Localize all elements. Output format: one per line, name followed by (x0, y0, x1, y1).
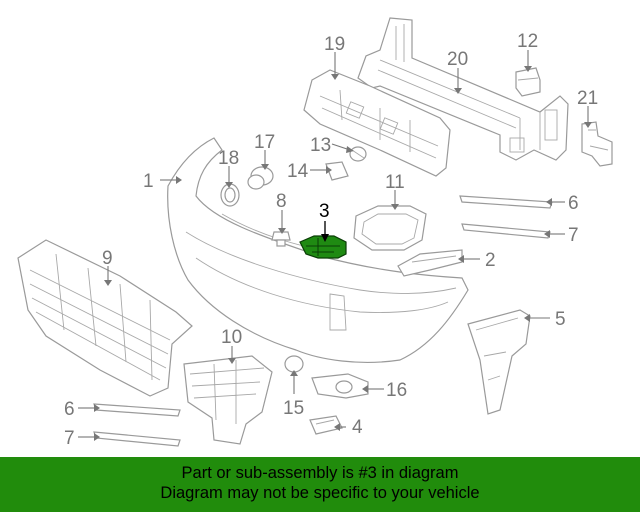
part-13-clip[interactable] (349, 146, 367, 162)
part-19-absorber[interactable] (303, 69, 451, 177)
part-6-trim-right[interactable] (459, 195, 553, 209)
part-16-surround[interactable] (311, 373, 369, 399)
callout-14: 14 (287, 161, 309, 182)
part-12-bump-stop[interactable] (515, 67, 541, 97)
part-14-retainer[interactable] (325, 161, 349, 181)
part-6-trim-left[interactable] (93, 403, 181, 417)
part-11-housing[interactable] (353, 205, 427, 251)
callout-17: 17 (254, 132, 275, 153)
info-banner: Part or sub-assembly is #3 in diagram Di… (0, 457, 640, 512)
callout-10: 10 (221, 327, 242, 348)
banner-line-1: Part or sub-assembly is #3 in diagram (181, 464, 459, 482)
callout-arrowheads (94, 66, 592, 441)
part-20-reinforcement-beam[interactable] (357, 17, 569, 161)
part-7-trim-left[interactable] (93, 431, 181, 447)
part-3-highlighted[interactable] (299, 235, 347, 259)
part-5-side-bracket[interactable] (467, 309, 531, 415)
callout-7-left: 7 (64, 428, 75, 449)
callout-16: 16 (386, 380, 407, 401)
callout-8: 8 (276, 191, 287, 212)
callout-20: 20 (447, 49, 468, 70)
callout-leaders (78, 50, 589, 438)
callout-7-right: 7 (568, 225, 579, 246)
callout-11: 11 (385, 172, 405, 193)
callout-13: 13 (310, 135, 331, 156)
callout-21: 21 (577, 88, 598, 109)
callout-18: 18 (218, 148, 239, 169)
callout-19: 19 (324, 34, 345, 55)
banner-line-2: Diagram may not be specific to your vehi… (160, 484, 480, 502)
callout-9: 9 (102, 248, 113, 269)
part-17-sensor[interactable] (247, 166, 274, 190)
part-15-cap[interactable] (284, 355, 304, 373)
part-21-bracket[interactable] (581, 121, 613, 167)
part-4-cover[interactable] (309, 415, 343, 435)
callout-1: 1 (143, 171, 154, 192)
callout-6-right: 6 (568, 193, 579, 214)
callout-6-left: 6 (64, 399, 75, 420)
part-2-bracket[interactable] (397, 249, 463, 277)
part-18-ring[interactable] (220, 183, 240, 207)
callout-12: 12 (517, 31, 538, 52)
callout-3: 3 (319, 201, 330, 222)
callout-2: 2 (485, 250, 496, 271)
callout-15: 15 (283, 398, 304, 419)
part-7-trim-right[interactable] (461, 223, 551, 239)
part-10-lower-grille[interactable] (183, 355, 273, 445)
callout-4: 4 (352, 417, 363, 438)
callout-5: 5 (555, 309, 566, 330)
part-8-plug[interactable] (271, 231, 291, 247)
